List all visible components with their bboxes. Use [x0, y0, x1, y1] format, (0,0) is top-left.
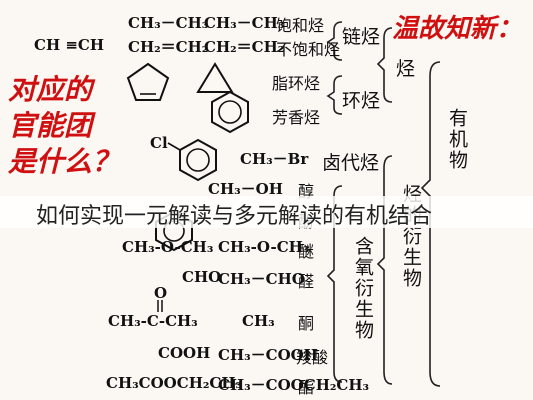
benzene-ring-chloro	[179, 138, 217, 182]
question-line-3: 是什么？	[8, 145, 121, 178]
caption-text: 如何实现一元解读与多元解读的有机结合	[36, 204, 433, 229]
label-alicyclic: 脂环烃	[272, 74, 321, 93]
question-line-1: 对应的	[8, 73, 93, 106]
cyclopentene-ring	[126, 62, 170, 101]
formula-aldehyde-right: CH₃－CHO	[218, 270, 305, 288]
label-ether: 醚	[298, 242, 315, 261]
formula-ethene-right: CH₂＝CH₂	[204, 38, 285, 56]
brace-hydrocarbon	[376, 27, 393, 103]
formula-ethane-right: CH₃－CH₃	[204, 14, 285, 32]
label-cyclic: 环烃	[342, 90, 381, 112]
label-unsaturated: 不饱和烃	[276, 40, 341, 59]
label-aldehyde: 醛	[298, 272, 315, 291]
label-oxygen-derivs: 含氧衍生物	[352, 236, 374, 341]
brace-organic	[420, 61, 441, 387]
label-organic: 有机物	[446, 108, 468, 171]
label-acid: 羧酸	[296, 348, 329, 367]
formula-ethane: CH₃－CH₃	[128, 14, 209, 32]
label-chain: 链烃	[342, 26, 381, 48]
formula-chloro-prefix: Cl	[150, 134, 168, 152]
label-hydrocarbon: 烃	[396, 58, 416, 80]
label-ester: 酯	[298, 378, 315, 397]
label-aromatic: 芳香烃	[272, 108, 321, 127]
brace-oxygen	[326, 185, 343, 383]
banner-title: 温故知新：	[392, 14, 523, 44]
formula-ether-right: CH₃-O-CH₃	[218, 238, 310, 256]
label-saturated: 饱和烃	[276, 16, 325, 35]
formula-ethene: CH₂＝CH₂	[128, 38, 209, 56]
brace-chain	[326, 21, 343, 61]
formula-aldehyde-left: CHO	[182, 268, 222, 286]
brace-derivatives	[376, 155, 393, 385]
formula-ketone-right: CH₃	[242, 312, 275, 330]
cyclopropane-ring	[196, 62, 234, 93]
formula-ketone-left: CH₃-C-CH₃	[108, 312, 198, 330]
question-text: 对应的 官能团 是什么？	[8, 72, 120, 180]
formula-ether-left: CH₃-O-CH₃	[122, 238, 214, 256]
formula-ethanol: CH₃－OH	[208, 180, 283, 198]
brace-cyclic	[326, 75, 343, 115]
formula-acid-left: COOH	[158, 344, 211, 362]
caption-band	[0, 196, 533, 228]
label-ketone: 酮	[298, 314, 315, 333]
formula-ketone-oxygen: O	[154, 284, 168, 302]
question-line-2: 官能团	[8, 109, 93, 142]
formula-ethyne: CH ≡CH	[34, 36, 105, 54]
benzene-ring-aromatic	[211, 90, 249, 134]
formula-ester-right: CH₃－COOCH₂CH₃	[218, 376, 370, 394]
formula-acid-right: CH₃－COOH	[218, 346, 318, 364]
formula-bromoethane: CH₃－Br	[240, 150, 309, 168]
formula-ester-left: CH₃COOCH₂CH₃	[106, 374, 243, 392]
label-halide: 卤代烃	[322, 152, 380, 174]
